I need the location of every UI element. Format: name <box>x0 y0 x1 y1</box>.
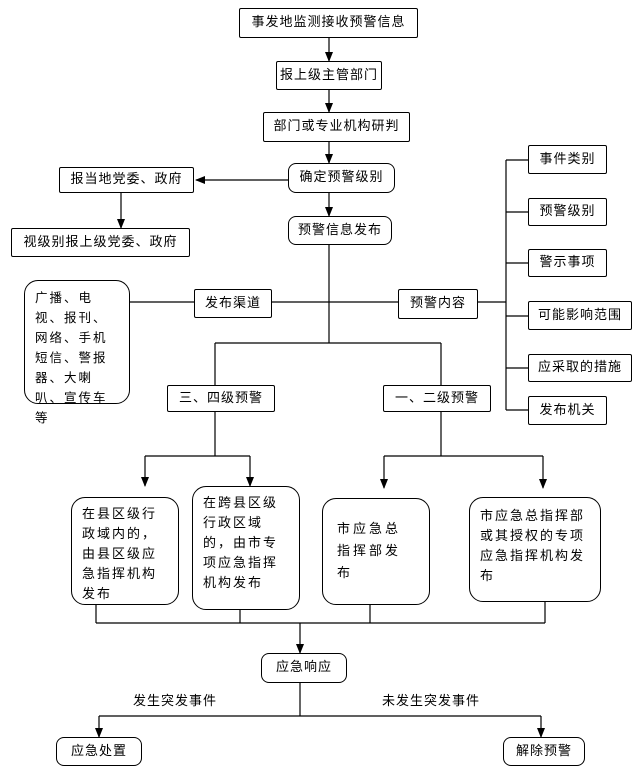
channel-detail-box: 广播、电视、报刊、网络、手机短信、警报器、大喇叭、宣传车等 <box>24 280 130 425</box>
publish-box: 预警信息发布 <box>288 216 392 245</box>
pub-county-box: 在县区级行政域内的，由县区级应急指挥机构发布 <box>71 497 179 605</box>
determine-level-box: 确定预警级别 <box>288 163 395 193</box>
monitor-box: 事发地监测接收预警信息 <box>239 8 418 38</box>
channel-box: 发布渠道 <box>194 289 272 318</box>
content-item-issuing-authority: 发布机关 <box>528 396 607 425</box>
expert-judge-box: 部门或专业机构研判 <box>263 112 410 142</box>
content-item-alert-matters: 警示事项 <box>528 249 607 277</box>
level-12-box: 一、二级预警 <box>383 385 491 412</box>
content-box: 预警内容 <box>398 289 478 319</box>
report-local-box: 报当地党委、政府 <box>59 167 194 193</box>
report-dept-box: 报上级主管部门 <box>276 61 382 90</box>
content-item-impact-range: 可能影响范围 <box>528 301 632 330</box>
pub-city-auth-box: 市应急总指挥部或其授权的专项应急指挥机构发布 <box>469 497 601 602</box>
content-item-event-type: 事件类别 <box>528 145 607 174</box>
report-superior-box: 视级别报上级党委、政府 <box>11 228 190 257</box>
pub-cross-box: 在跨县区级行政区域的，由市专项应急指挥机构发布 <box>192 486 300 610</box>
response-box: 应急响应 <box>261 653 347 683</box>
event-yes-label: 发生突发事件 <box>133 694 218 709</box>
handle-box: 应急处置 <box>56 737 142 766</box>
pub-city-box: 市应急总指挥部发布 <box>322 498 430 605</box>
event-no-label: 未发生突发事件 <box>382 694 481 709</box>
content-item-warning-level: 预警级别 <box>528 198 607 226</box>
content-item-measures: 应采取的措施 <box>528 354 632 382</box>
cancel-box: 解除预警 <box>503 737 585 766</box>
level-34-box: 三、四级预警 <box>167 385 275 412</box>
